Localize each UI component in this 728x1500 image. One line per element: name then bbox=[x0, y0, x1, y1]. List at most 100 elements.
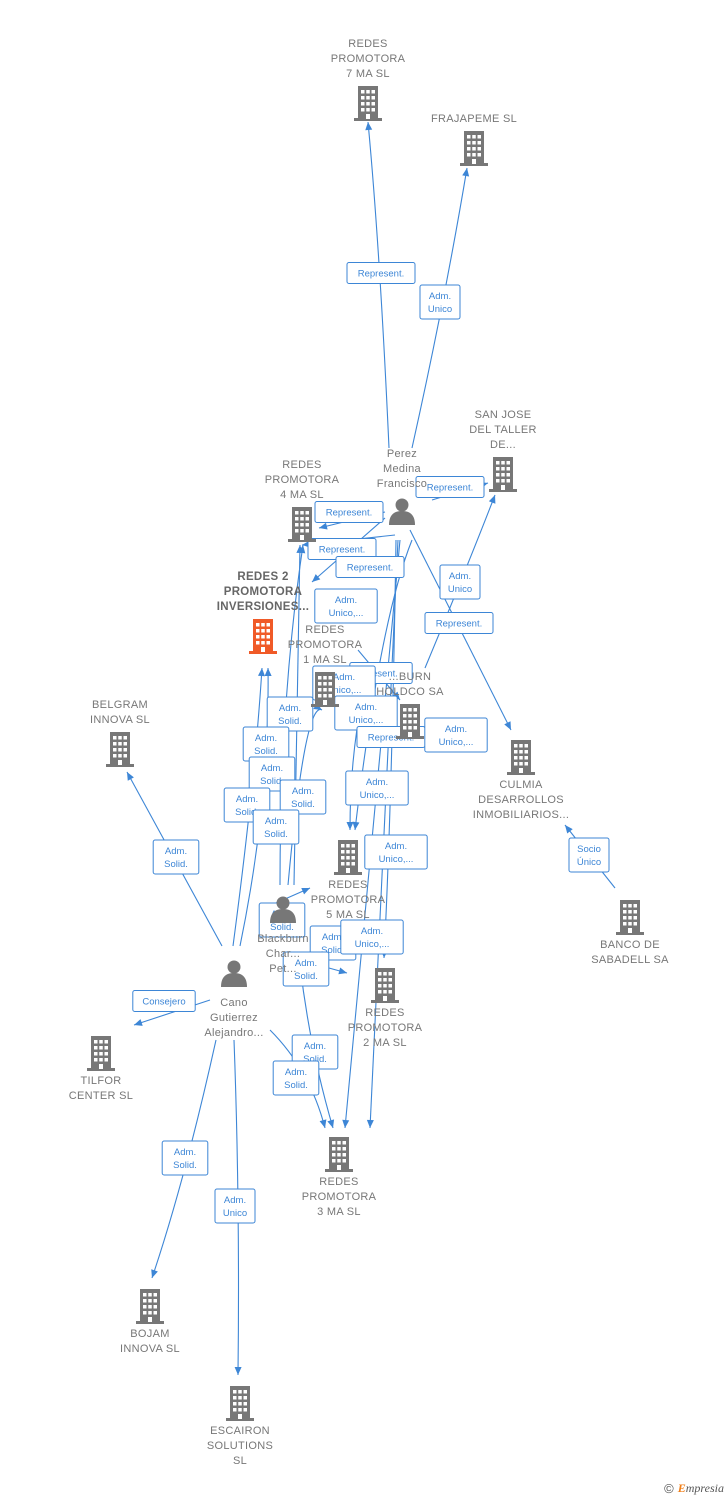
building-icon bbox=[136, 1289, 164, 1324]
node-label: INMOBILIARIOS... bbox=[473, 809, 569, 821]
relation-label-text: Unico bbox=[428, 304, 452, 315]
building-icon bbox=[226, 1386, 254, 1421]
node-label: 5 MA SL bbox=[326, 909, 370, 921]
relation-label[interactable]: Adm. Solid. bbox=[242, 726, 290, 762]
relation-label-text: Solid. bbox=[291, 799, 315, 810]
arrow-head-icon bbox=[264, 668, 272, 677]
relation-label[interactable]: Adm.Unico bbox=[214, 1188, 256, 1224]
node-label: TILFOR bbox=[81, 1075, 122, 1087]
relation-label[interactable]: Adm.Unico,... bbox=[424, 717, 488, 753]
relation-label[interactable]: Represent. bbox=[335, 556, 405, 578]
relation-label-text: Solid. bbox=[278, 716, 302, 727]
relation-edge bbox=[133, 999, 211, 1026]
node-label: PROMOTORA bbox=[331, 53, 406, 65]
node-label: BANCO DE bbox=[600, 939, 660, 951]
node-label: SL bbox=[233, 1455, 247, 1467]
arrow-head-icon bbox=[312, 574, 321, 582]
relation-label[interactable]: Adm.Unico bbox=[439, 564, 481, 600]
relation-edge bbox=[366, 539, 399, 1129]
node-label: INVERSIONES... bbox=[217, 601, 309, 613]
relation-label-text: Solid. bbox=[235, 807, 259, 818]
relation-label-text: Adm. bbox=[292, 786, 314, 797]
node-label: DE... bbox=[490, 439, 516, 451]
building-icon bbox=[460, 131, 488, 166]
relation-label-text: Unico bbox=[223, 1208, 247, 1219]
relation-label[interactable]: Adm.Unico,... bbox=[345, 770, 409, 806]
company-node[interactable]: REDES 2PROMOTORAINVERSIONES... bbox=[217, 571, 309, 654]
relation-label-text: Solid. bbox=[303, 1054, 327, 1065]
relation-label-text: Adm. bbox=[304, 1041, 326, 1052]
node-label: Medina bbox=[383, 463, 421, 475]
relation-label[interactable]: Adm.Unico,... bbox=[364, 834, 428, 870]
node-label: PROMOTORA bbox=[348, 1022, 423, 1034]
person-node[interactable]: BlackburnChar...Pet... bbox=[257, 896, 309, 976]
relation-label[interactable]: Adm. Solid. bbox=[279, 779, 327, 815]
arrow-head-icon bbox=[462, 168, 470, 177]
arrow-head-icon bbox=[319, 1119, 327, 1128]
relation-label-text: Solid. bbox=[254, 746, 278, 757]
arrow-head-icon bbox=[151, 1269, 158, 1278]
relation-label[interactable]: Adm.Unico,... bbox=[340, 919, 404, 955]
arrow-head-icon bbox=[488, 495, 496, 504]
copyright-symbol: © bbox=[664, 1481, 674, 1496]
node-label: DEL TALLER bbox=[469, 424, 537, 436]
relation-label[interactable]: Adm.Solid. bbox=[272, 1060, 320, 1096]
relation-label[interactable]: Adm.Unico bbox=[419, 284, 461, 320]
relation-label-text: Adm. bbox=[165, 846, 187, 857]
relation-label-text: Consejero bbox=[142, 997, 185, 1008]
relation-label-text: Adm. bbox=[236, 794, 258, 805]
node-label: Blackburn bbox=[257, 933, 309, 945]
relation-label[interactable]: Represent. bbox=[415, 476, 485, 498]
relation-label[interactable]: Represent. bbox=[314, 501, 384, 523]
relation-label[interactable]: Adm.Solid. bbox=[282, 951, 330, 987]
relation-label-text: Solid. bbox=[284, 1080, 308, 1091]
relation-label[interactable]: Adm.Solid. bbox=[161, 1140, 209, 1176]
node-label: INNOVA SL bbox=[90, 714, 150, 726]
company-node[interactable]: CULMIA DESARROLLOS INMOBILIARIOS... bbox=[473, 740, 569, 821]
relation-label[interactable]: Adm.Solid. bbox=[252, 809, 300, 845]
relation-label[interactable]: Adm.Solid. bbox=[266, 696, 314, 732]
company-node[interactable]: FRAJAPEME SL bbox=[431, 113, 517, 166]
building-icon bbox=[507, 740, 535, 775]
node-label: CULMIA bbox=[499, 779, 543, 791]
relation-label[interactable]: Consejero bbox=[132, 990, 196, 1012]
relation-label[interactable]: Represent. bbox=[424, 612, 494, 634]
relation-edge bbox=[365, 121, 390, 449]
relation-edge bbox=[342, 539, 401, 1129]
person-node[interactable]: CanoGutierrezAlejandro... bbox=[204, 960, 263, 1040]
node-label: DESARROLLOS bbox=[478, 794, 564, 806]
node-label: BELGRAM bbox=[92, 699, 148, 711]
arrow-head-icon bbox=[565, 825, 573, 834]
node-label: FRAJAPEME SL bbox=[431, 113, 517, 125]
relation-label-text: Adm. bbox=[333, 672, 355, 683]
relation-label-text: Adm. bbox=[366, 777, 388, 788]
relation-label-text: Adm. bbox=[255, 733, 277, 744]
relation-label[interactable]: Adm.Unico,... bbox=[314, 588, 378, 624]
node-label: REDES bbox=[282, 459, 321, 471]
relation-label[interactable]: Adm.Unico,... bbox=[334, 695, 398, 731]
company-node[interactable]: BELGRAM INNOVA SL bbox=[90, 699, 150, 767]
relation-label-text: Solid. bbox=[260, 776, 284, 787]
relation-label-text: Adm. bbox=[385, 841, 407, 852]
relation-label[interactable]: Represent. bbox=[346, 262, 416, 284]
relation-label[interactable]: Adm.Solid. bbox=[152, 839, 200, 875]
arrow-head-icon bbox=[346, 822, 354, 830]
arrow-head-icon bbox=[504, 721, 511, 730]
footer-brand[interactable]: © Empresia bbox=[664, 1481, 724, 1496]
node-label: INNOVA SL bbox=[120, 1343, 180, 1355]
